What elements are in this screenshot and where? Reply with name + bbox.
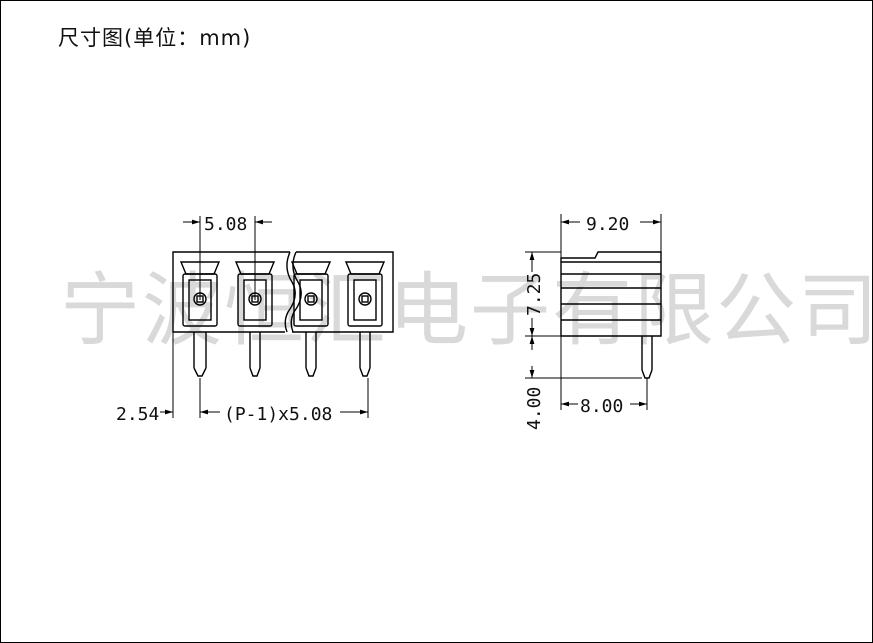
housing-outline-right [292, 251, 394, 333]
offset-label: 2.54 [116, 404, 159, 425]
housing-outline-left [172, 251, 290, 333]
base-label: 8.00 [580, 396, 623, 417]
pitch-label: 5.08 [204, 214, 247, 235]
side-view [560, 251, 662, 379]
break-line-2 [290, 251, 302, 333]
terminal-3 [290, 261, 332, 377]
depth-label: 9.20 [586, 214, 629, 235]
page-title: 尺寸图(单位：mm) [58, 26, 252, 50]
front-dimensions [160, 216, 369, 418]
terminal-2 [234, 261, 276, 377]
pin-length-label: 4.00 [524, 387, 545, 430]
height-label: 7.25 [524, 273, 545, 316]
span-label: (P-1)x5.08 [224, 404, 332, 425]
front-view [172, 251, 394, 377]
break-line [284, 251, 296, 333]
terminal-4 [344, 261, 386, 377]
side-dimensions [525, 214, 662, 410]
